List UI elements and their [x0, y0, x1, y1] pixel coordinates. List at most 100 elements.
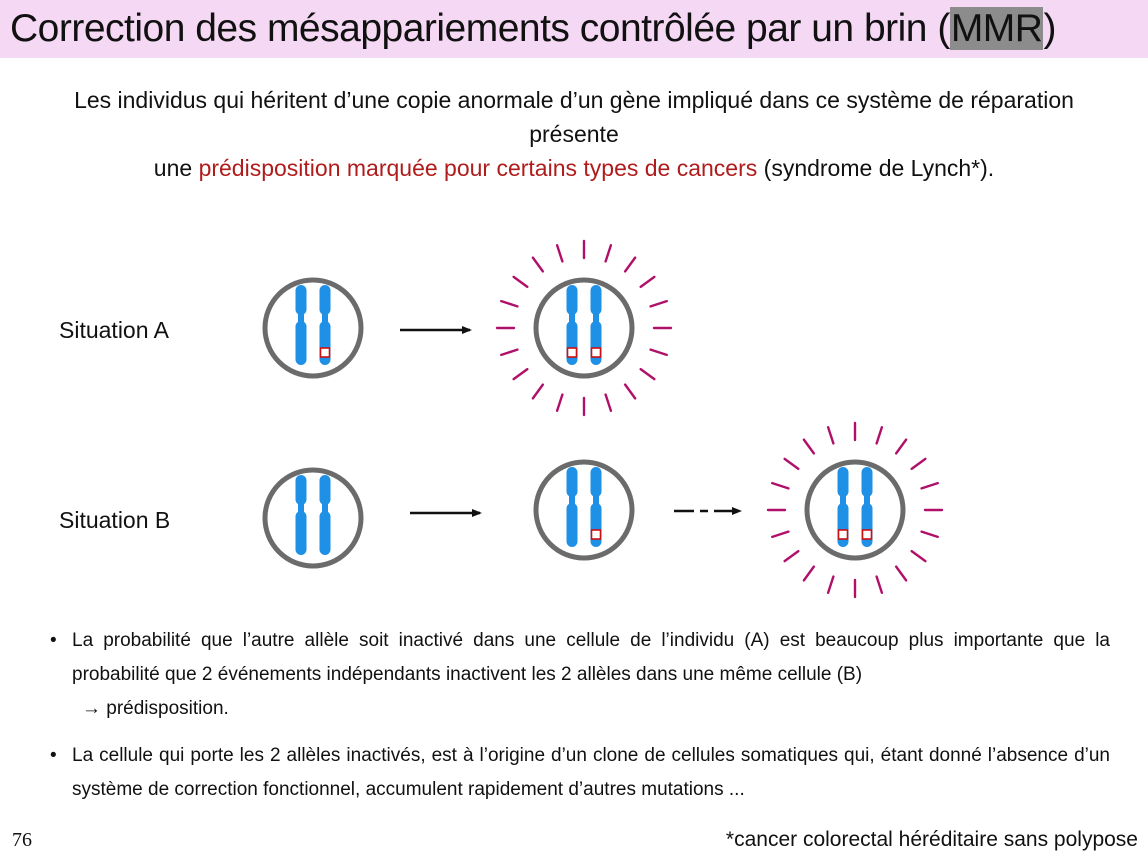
- ray: [920, 481, 939, 490]
- bullet-dot: •: [50, 745, 57, 766]
- ray: [555, 244, 564, 263]
- chromosome-arm-upper: [295, 285, 307, 315]
- ray: [894, 565, 908, 582]
- centromere: [322, 502, 328, 514]
- ray: [500, 348, 519, 357]
- chromosome: [319, 285, 331, 365]
- ray: [639, 275, 656, 289]
- ray: [910, 457, 927, 471]
- ray: [783, 549, 800, 563]
- intro-line-1: Les individus qui héritent d’une copie a…: [74, 87, 1074, 147]
- slide-title: Correction des mésappariements contrôlée…: [10, 4, 1056, 54]
- ray: [826, 426, 835, 445]
- centromere: [840, 494, 846, 506]
- chromosome-arm-upper: [861, 467, 873, 497]
- cell-membrane: [804, 459, 906, 561]
- chromosome-arm-upper: [566, 467, 578, 497]
- cell-b-normal: [262, 467, 364, 569]
- cell-membrane: [533, 459, 635, 561]
- ray: [639, 367, 656, 381]
- cell-membrane: [262, 467, 364, 569]
- intro-red-emphasis: prédisposition marquée pour certains typ…: [198, 155, 758, 181]
- chromosome-arm-upper: [837, 467, 849, 497]
- chromosome-arm-lower: [590, 321, 602, 365]
- chromosome: [566, 467, 578, 547]
- chromosome-arm-lower: [837, 503, 849, 547]
- mutation-marker: [566, 347, 578, 358]
- chromosome-arm-upper: [590, 285, 602, 315]
- ray: [783, 457, 800, 471]
- bullet-2-text: La cellule qui porte les 2 allèles inact…: [72, 745, 1110, 800]
- mutation-marker: [590, 347, 602, 358]
- chromosome-arm-lower: [295, 321, 307, 365]
- ray: [771, 481, 790, 490]
- centromere: [298, 312, 304, 324]
- bullet-1: • La probabilité que l’autre allèle soit…: [50, 624, 1110, 726]
- chromosome: [590, 467, 602, 547]
- situation-b-label: Situation B: [59, 507, 171, 533]
- chromosome: [837, 467, 849, 547]
- cell-b-first-hit: [533, 459, 635, 561]
- cell-b-cancer: [766, 421, 944, 599]
- chromosome-arm-upper: [590, 467, 602, 497]
- chromosome: [319, 475, 331, 555]
- chromosome-arm-upper: [319, 475, 331, 505]
- bullet-dot: •: [50, 630, 57, 651]
- title-close: ): [1043, 7, 1056, 50]
- chromosome-arm-lower: [861, 503, 873, 547]
- cell-membrane: [533, 277, 635, 379]
- chromosome-arm-lower: [319, 511, 331, 555]
- ray: [512, 367, 529, 381]
- chromosome-arm-upper: [566, 285, 578, 315]
- chromosome-arm-upper: [295, 475, 307, 505]
- centromere: [593, 312, 599, 324]
- chromosome-arm-lower: [590, 503, 602, 547]
- ray: [910, 549, 927, 563]
- ray: [802, 438, 816, 455]
- intro-line-2-end: (syndrome de Lynch*).: [757, 155, 995, 181]
- chromosome: [295, 285, 307, 365]
- page-number: 76: [12, 829, 32, 851]
- mutation-marker: [319, 347, 331, 358]
- ray: [875, 426, 884, 445]
- intro-paragraph: Les individus qui héritent d’une copie a…: [40, 83, 1108, 185]
- ray: [649, 348, 668, 357]
- centromere: [322, 312, 328, 324]
- chromosome: [295, 475, 307, 555]
- chromosome-arm-lower: [566, 321, 578, 365]
- ray: [875, 575, 884, 594]
- bullet-1-conclusion: → prédisposition.: [82, 698, 229, 719]
- bullet-1-text: La probabilité que l’autre allèle soit i…: [72, 630, 1110, 685]
- chromosome: [590, 285, 602, 365]
- chromosome-arm-lower: [295, 511, 307, 555]
- ray: [623, 383, 637, 400]
- bullet-list: • La probabilité que l’autre allèle soit…: [50, 624, 1110, 807]
- ray: [802, 565, 816, 582]
- intro-line-2: une prédisposition marquée pour certains…: [40, 151, 1108, 185]
- cell-a-inherited: [262, 277, 364, 379]
- ray: [623, 256, 637, 273]
- ray: [555, 393, 564, 412]
- ray: [920, 530, 939, 539]
- situation-a-label: Situation A: [59, 317, 169, 343]
- ray: [771, 530, 790, 539]
- mutation-marker: [861, 529, 873, 540]
- cell-a-cancer: [495, 239, 673, 417]
- cancer-burst-rays: [766, 421, 944, 599]
- chromosome-arm-lower: [319, 321, 331, 365]
- cancer-burst-rays: [495, 239, 673, 417]
- ray: [894, 438, 908, 455]
- ray: [500, 299, 519, 308]
- ray: [531, 383, 545, 400]
- intro-line-2-start: une: [153, 155, 199, 181]
- ray: [531, 256, 545, 273]
- title-text: Correction des mésappariements contrôlée…: [10, 7, 950, 50]
- ray: [826, 575, 835, 594]
- ray: [604, 393, 613, 412]
- mutation-marker: [590, 529, 602, 540]
- centromere: [298, 502, 304, 514]
- centromere: [593, 494, 599, 506]
- ray: [604, 244, 613, 263]
- centromere: [569, 494, 575, 506]
- chromosome: [861, 467, 873, 547]
